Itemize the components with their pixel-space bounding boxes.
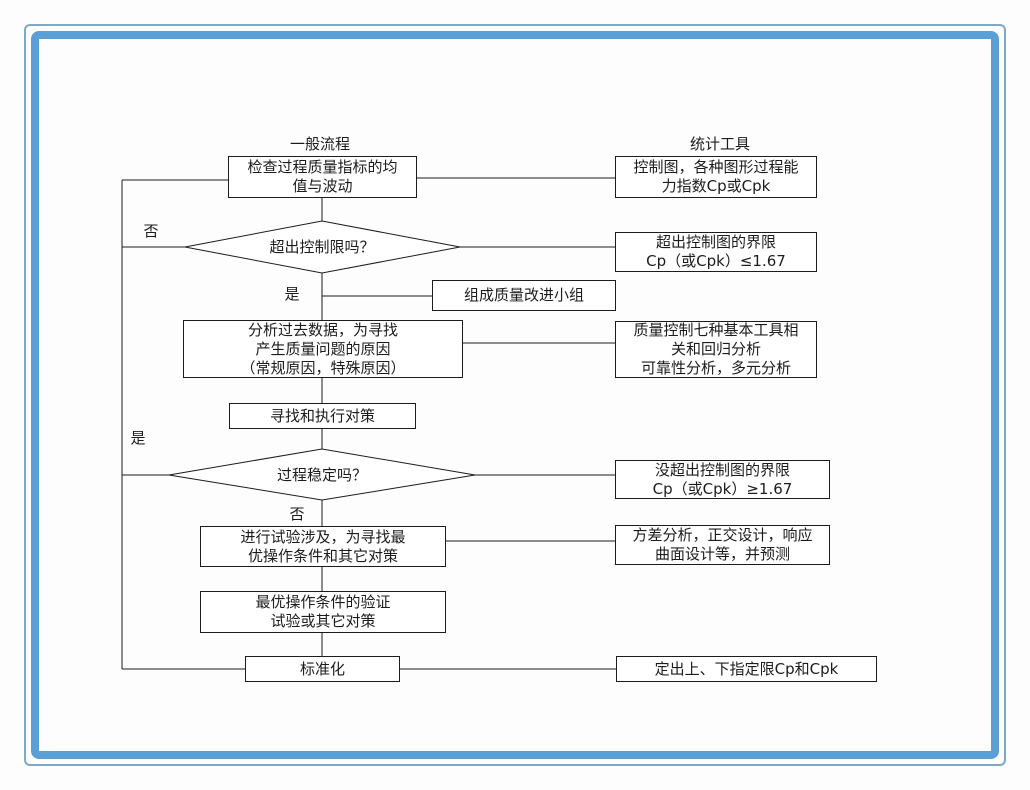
tool-exceed-control-limits: 超出控制图的界限 Cp（或Cpk）≤1.67 <box>615 232 817 272</box>
column-header-statistical-tools: 统计工具 <box>689 134 750 153</box>
column-header-general-process: 一般流程 <box>289 134 350 153</box>
decision1-diamond <box>184 220 461 274</box>
decision1-label: 超出控制限吗？ <box>269 237 375 256</box>
node-standardize: 标准化 <box>245 656 400 682</box>
decision1-no-label: 否 <box>143 221 159 240</box>
node-run-experiments: 进行试验涉及，为寻找最 优操作条件和其它对策 <box>200 526 446 567</box>
node-analyze-past-data: 分析过去数据，为寻找 产生质量问题的原因 （常规原因，特殊原因） <box>183 320 463 378</box>
decision2-diamond <box>168 448 476 501</box>
decision2-label: 过程稳定吗？ <box>276 465 367 484</box>
tool-seven-basic-tools-regression: 质量控制七种基本工具相 关和回归分析 可靠性分析，多元分析 <box>615 321 817 378</box>
tool-within-control-limits: 没超出控制图的界限 Cp（或Cpk）≥1.67 <box>615 460 830 499</box>
decision2-no-label: 否 <box>289 504 305 523</box>
decision1-yes-label: 是 <box>284 284 300 303</box>
tool-control-charts-capability: 控制图，各种图形过程能 力指数Cp或Cpk <box>615 156 817 198</box>
tool-anova-orthogonal-design: 方差分析，正交设计，响应 曲面设计等，并预测 <box>615 525 830 565</box>
node-check-mean-fluctuation: 检查过程质量指标的均 值与波动 <box>228 156 417 198</box>
tool-set-spec-limits: 定出上、下指定限Cp和Cpk <box>616 656 877 682</box>
node-find-execute-countermeasures: 寻找和执行对策 <box>229 403 416 429</box>
decision2-yes-label: 是 <box>130 428 146 447</box>
node-verify-optimal-conditions: 最优操作条件的验证 试验或其它对策 <box>200 591 446 633</box>
node-form-quality-team: 组成质量改进小组 <box>432 280 616 311</box>
